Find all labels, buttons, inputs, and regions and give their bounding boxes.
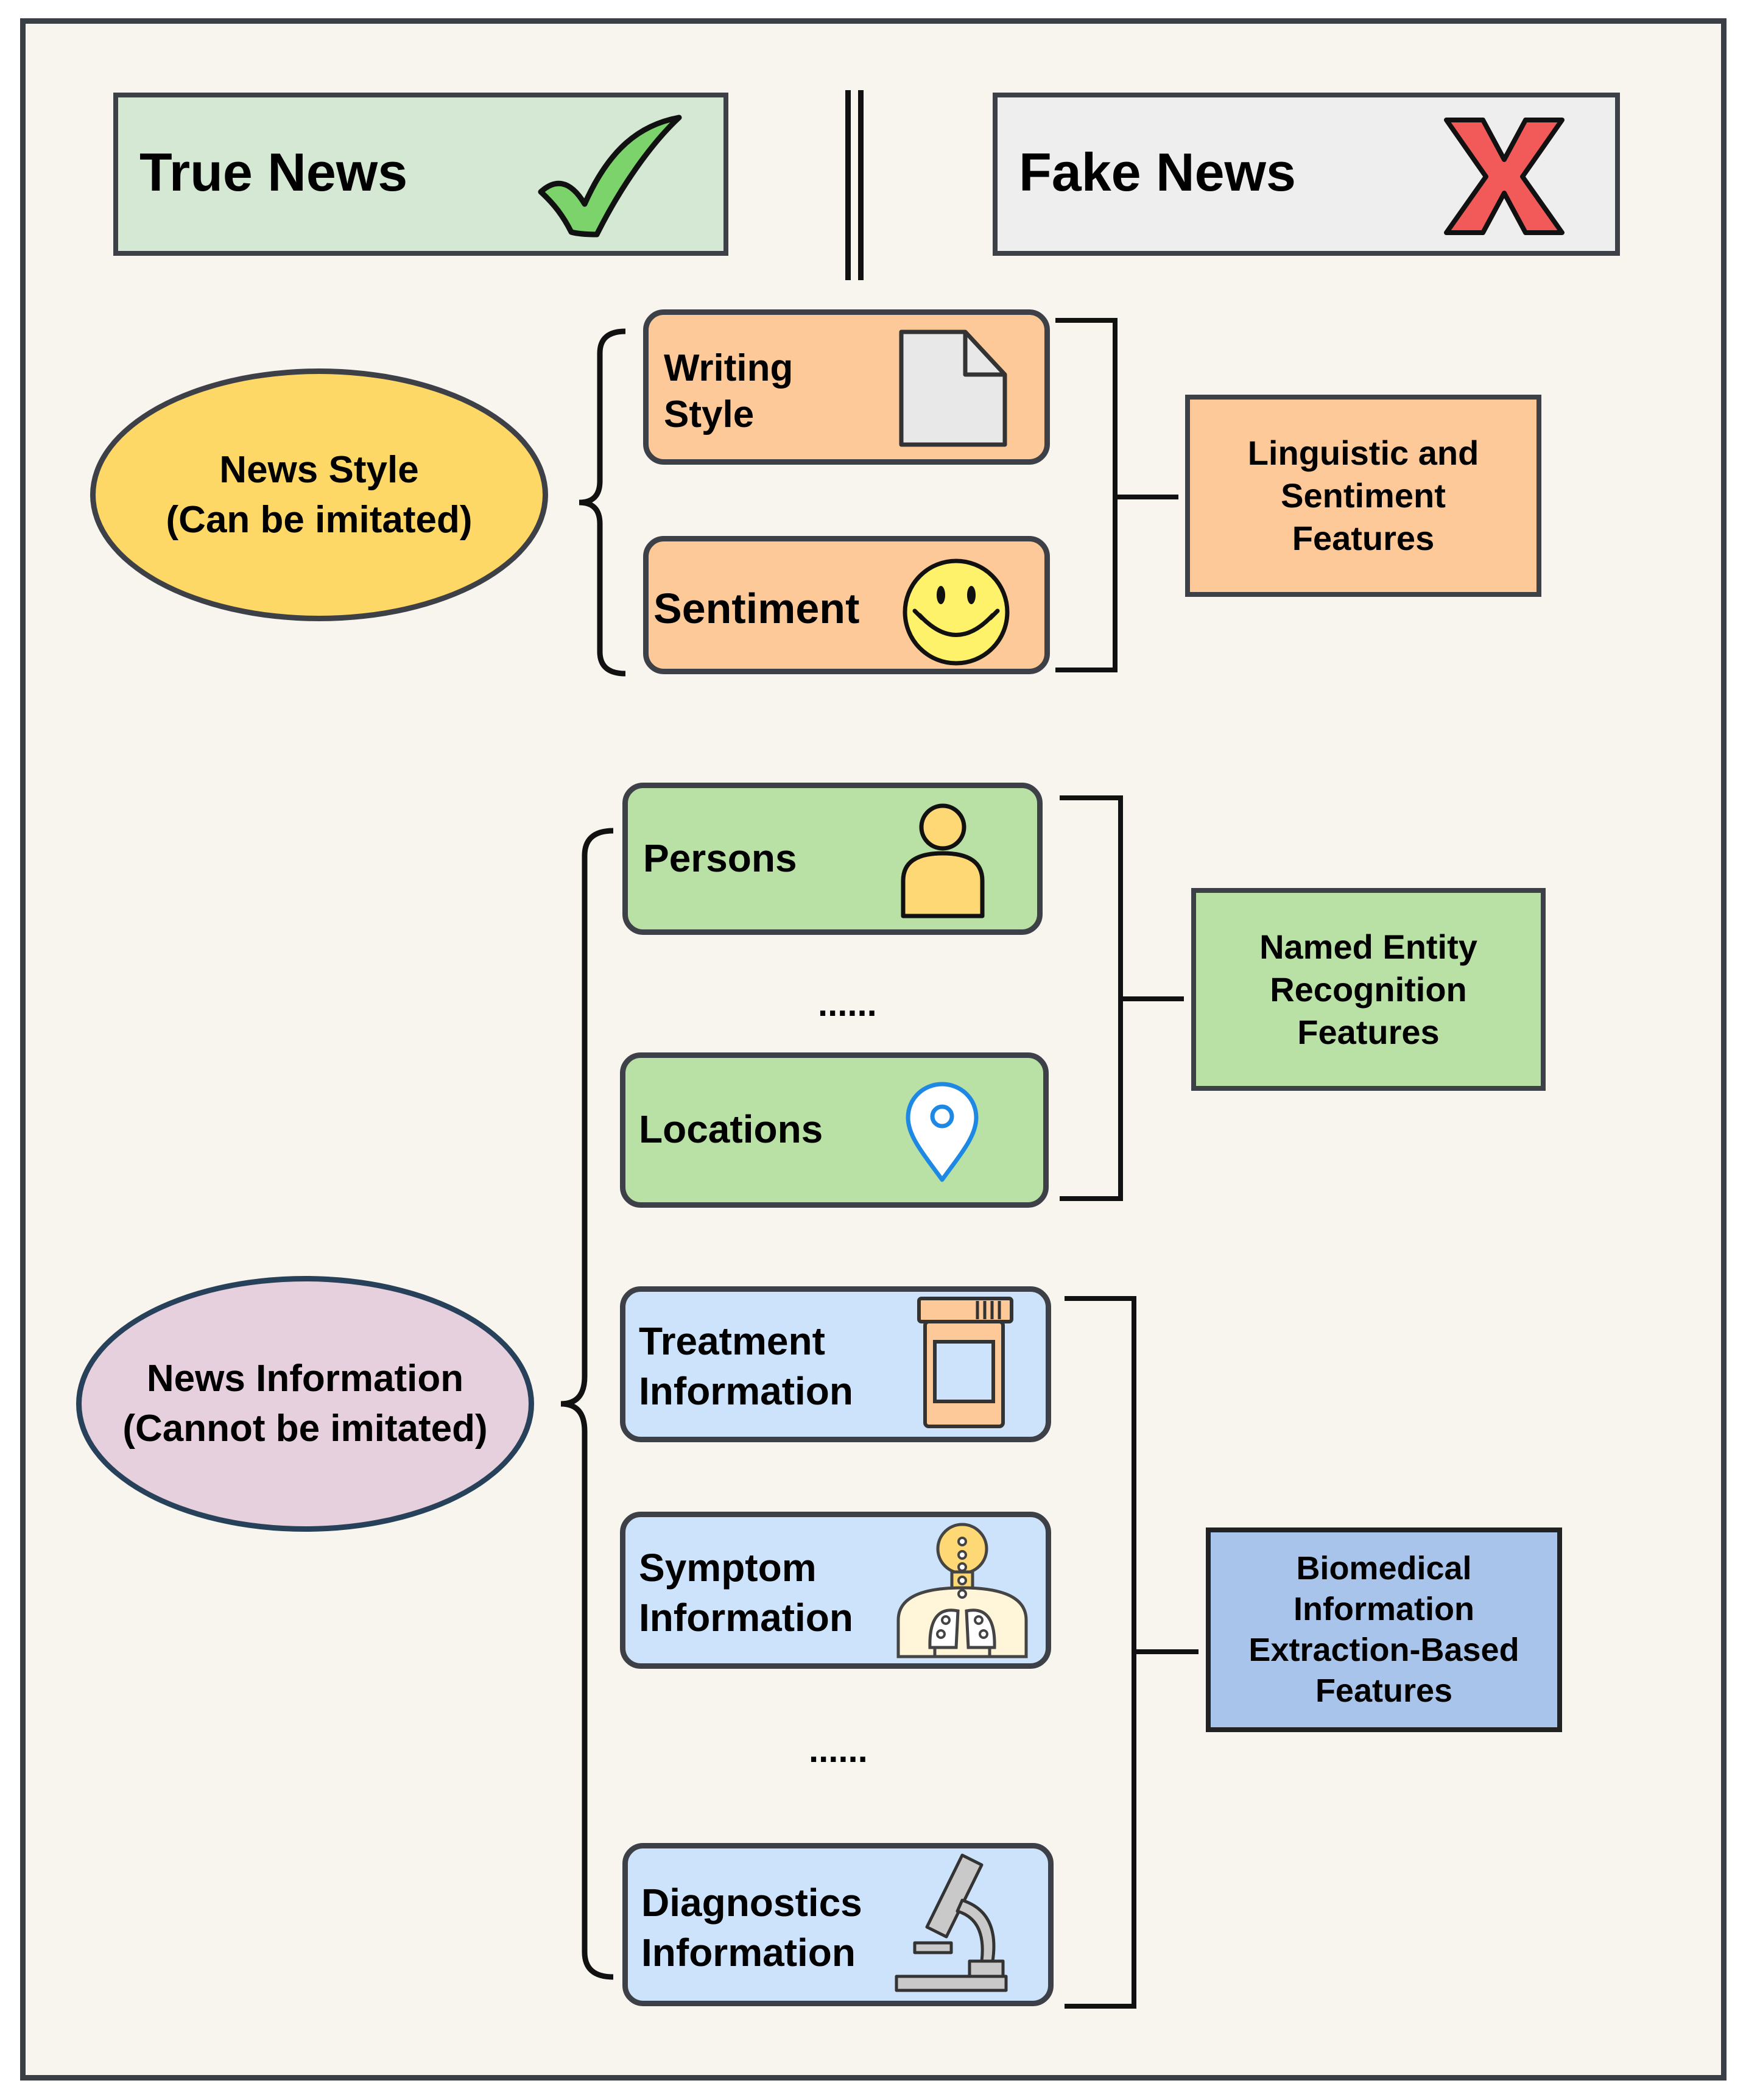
bracket-biomedical	[1065, 1296, 1136, 2009]
bracket-entities	[1060, 795, 1123, 1201]
news-information-label: News Information (Cannot be imitated)	[122, 1358, 488, 1450]
linguistic-features-label: Linguistic and Sentiment Features	[1247, 434, 1479, 557]
connector-biomedical	[1136, 1649, 1199, 1654]
locations-label: Locations	[639, 1107, 823, 1151]
checkmark-icon	[538, 115, 682, 238]
news-style-label: News Style (Can be imitated)	[166, 448, 473, 541]
smiley-icon	[903, 558, 1010, 666]
persons-label: Persons	[643, 836, 797, 880]
sentiment-label: Sentiment	[653, 585, 860, 632]
true-news-box: True News	[113, 93, 728, 256]
symptom-label: Symptom Information	[639, 1546, 853, 1640]
fake-news-label: Fake News	[1019, 142, 1296, 202]
true-news-label: True News	[139, 142, 408, 202]
lungs-anatomy-icon	[896, 1523, 1028, 1658]
versus-divider	[845, 90, 864, 280]
person-icon	[901, 803, 985, 918]
ner-features-label: Named Entity Recognition Features	[1259, 927, 1477, 1051]
pill-bottle-icon	[917, 1297, 1013, 1428]
x-mark-icon	[1444, 118, 1565, 235]
connector-ner	[1123, 996, 1184, 1001]
left-brace-style	[579, 328, 626, 677]
ellipsis-biomedical: ......	[809, 1730, 868, 1770]
news-style-ellipse: News Style (Can be imitated)	[90, 368, 548, 621]
biomedical-features-box: Biomedical Information Extraction-Based …	[1206, 1527, 1562, 1732]
location-pin-icon	[906, 1082, 979, 1182]
news-information-ellipse: News Information (Cannot be imitated)	[76, 1276, 534, 1532]
document-icon	[899, 329, 1007, 447]
ner-features-box: Named Entity Recognition Features	[1191, 888, 1546, 1091]
biomedical-features-label: Biomedical Information Extraction-Based …	[1248, 1550, 1519, 1709]
connector-linguistic	[1118, 495, 1178, 499]
microscope-icon	[895, 1853, 1008, 1992]
linguistic-features-box: Linguistic and Sentiment Features	[1185, 395, 1541, 597]
treatment-label: Treatment Information	[639, 1319, 853, 1413]
left-brace-information	[560, 828, 614, 1980]
diagnostics-label: Diagnostics Information	[641, 1881, 862, 1975]
locations-box: Locations	[620, 1052, 1049, 1208]
ellipsis-entities: ......	[818, 984, 877, 1024]
bracket-style	[1055, 318, 1118, 672]
fake-news-box: Fake News	[993, 93, 1620, 256]
writing-style-label: Writing Style	[664, 347, 794, 435]
